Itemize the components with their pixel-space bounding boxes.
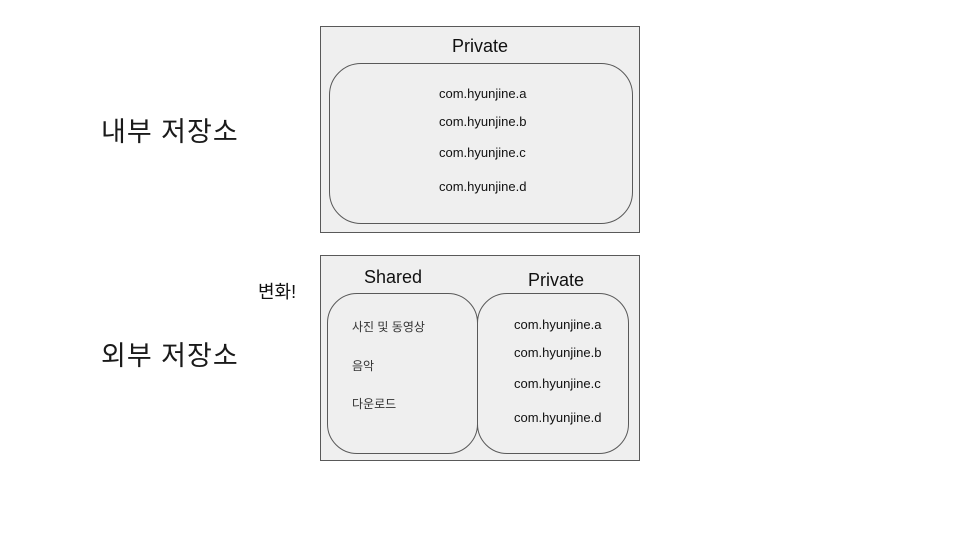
change-note: 변화! <box>258 282 297 302</box>
internal-storage-label: 내부 저장소 <box>101 117 239 147</box>
package-item: com.hyunjine.c <box>439 145 526 160</box>
shared-item-music: 음악 <box>352 359 375 373</box>
package-item: com.hyunjine.b <box>439 114 527 129</box>
shared-title: Shared <box>363 267 423 287</box>
shared-container: 사진 및 동영상 음악 다운로드 <box>327 293 478 454</box>
internal-storage-box: Private com.hyunjine.a com.hyunjine.b co… <box>320 26 640 233</box>
package-item: com.hyunjine.b <box>514 345 602 360</box>
package-item: com.hyunjine.c <box>514 376 601 391</box>
internal-private-container: com.hyunjine.a com.hyunjine.b com.hyunji… <box>329 63 633 224</box>
package-item: com.hyunjine.d <box>514 410 602 425</box>
external-private-title: Private <box>527 270 585 290</box>
package-item: com.hyunjine.d <box>439 179 527 194</box>
external-storage-label: 외부 저장소 <box>101 341 239 371</box>
shared-item-downloads: 다운로드 <box>352 397 397 411</box>
internal-private-title: Private <box>451 36 509 56</box>
package-item: com.hyunjine.a <box>439 86 527 101</box>
shared-item-photos-videos: 사진 및 동영상 <box>352 320 425 334</box>
external-private-container: com.hyunjine.a com.hyunjine.b com.hyunji… <box>477 293 629 454</box>
package-item: com.hyunjine.a <box>514 317 602 332</box>
external-storage-box: Shared Private 사진 및 동영상 음악 다운로드 com.hyun… <box>320 255 640 461</box>
